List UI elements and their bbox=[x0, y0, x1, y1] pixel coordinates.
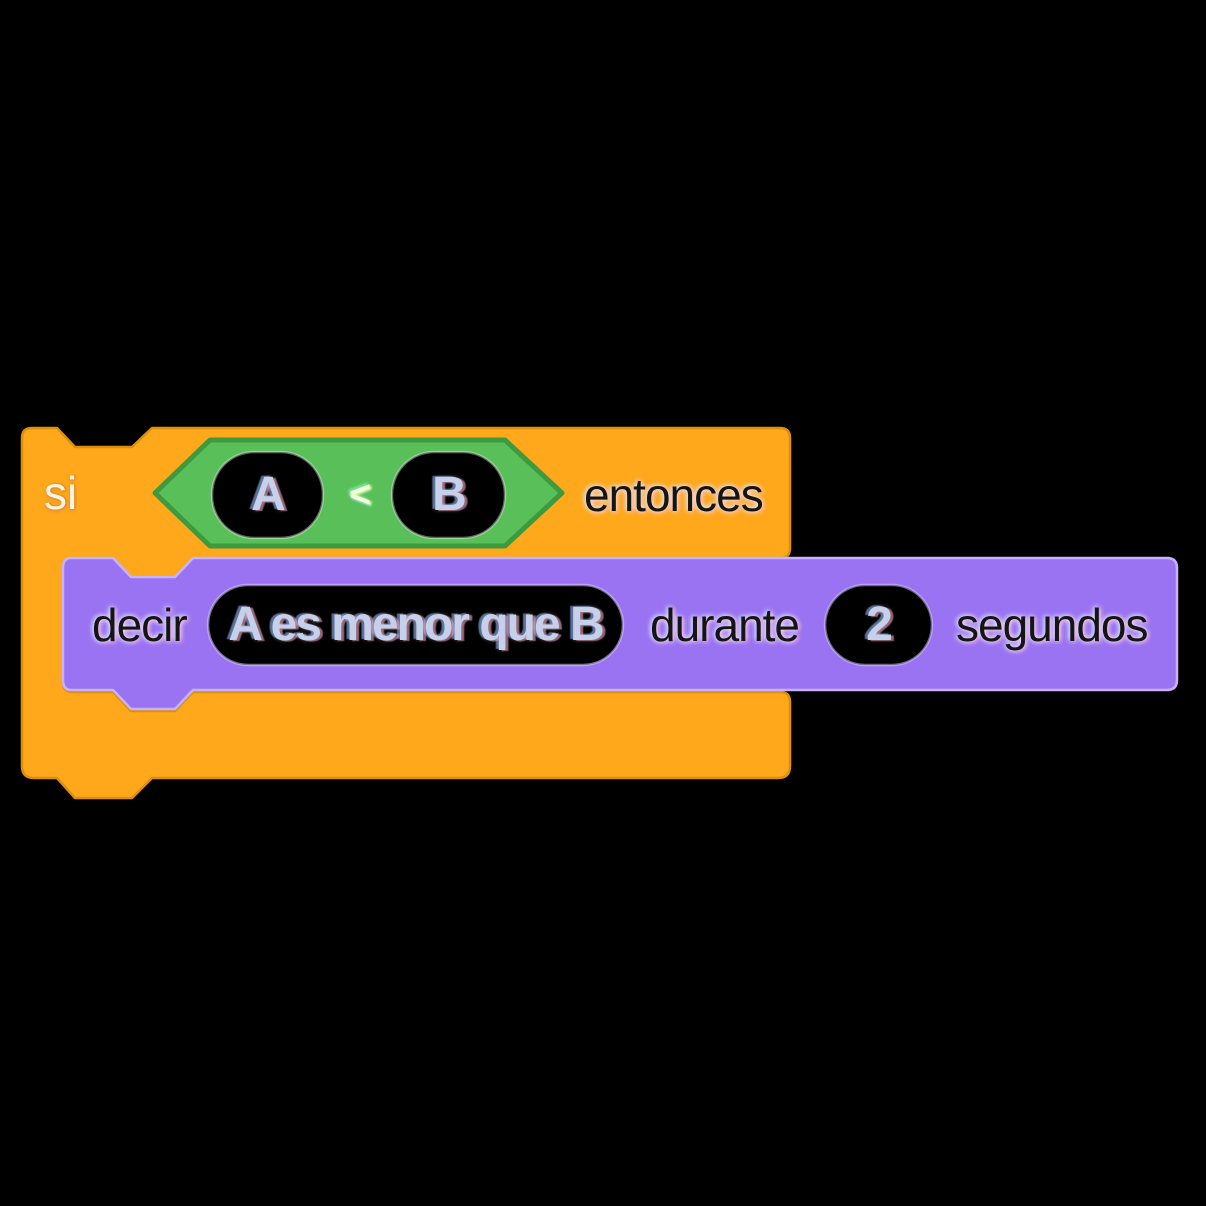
for-label: durante bbox=[650, 599, 800, 651]
message-value[interactable]: A es menor que B bbox=[228, 598, 604, 651]
operand-a-input[interactable] bbox=[210, 450, 325, 540]
operand-b-input[interactable] bbox=[390, 450, 507, 540]
seconds-label: segundos bbox=[956, 599, 1148, 651]
less-than-operator-symbol: < bbox=[348, 474, 372, 516]
duration-value[interactable]: 2 bbox=[866, 598, 893, 651]
operand-a-value[interactable]: A bbox=[251, 468, 286, 521]
if-label: si bbox=[44, 467, 78, 519]
say-label: decir bbox=[92, 599, 188, 651]
duration-input[interactable] bbox=[823, 583, 934, 667]
then-label: entonces bbox=[584, 469, 764, 521]
operand-b-value[interactable]: B bbox=[432, 468, 467, 521]
message-input[interactable] bbox=[206, 583, 625, 667]
